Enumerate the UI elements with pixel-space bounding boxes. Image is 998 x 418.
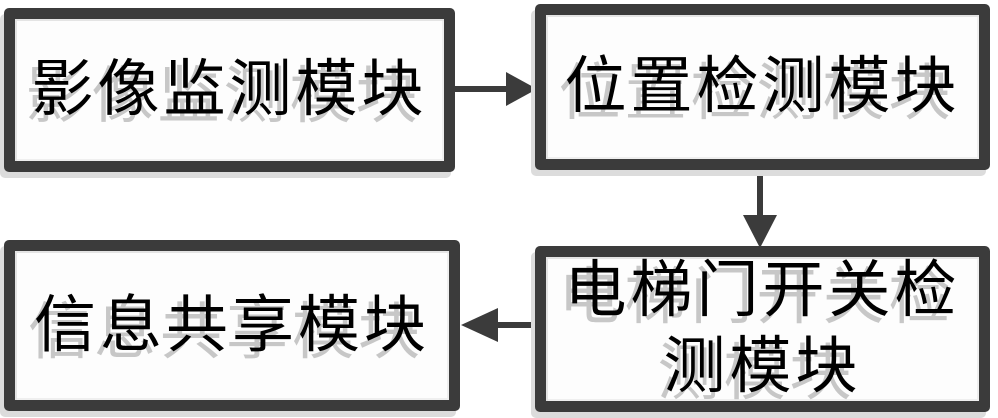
- box-label: 位置检测模块: [564, 53, 961, 121]
- arrow-image-to-position: [453, 72, 537, 106]
- arrowhead-right-icon: [506, 72, 537, 106]
- arrowhead-down-icon: [743, 215, 777, 248]
- box-label: 信息共享模块: [33, 291, 430, 360]
- box-label-line-1: 电梯门开关检: [564, 257, 961, 325]
- box-information-sharing-module: 信息共享模块: [4, 240, 460, 411]
- box-label: 影像监测模块: [31, 56, 428, 124]
- arrowhead-left-icon: [461, 308, 498, 342]
- box-image-monitoring-module: 影像监测模块: [4, 8, 455, 172]
- box-label-line-2: 测模块: [663, 333, 862, 401]
- box-position-detection-module: 位置检测模块: [535, 4, 990, 170]
- arrow-door-switch-to-info-sharing: [461, 308, 537, 342]
- arrow-position-to-door-switch: [743, 168, 777, 248]
- box-elevator-door-switch-detection-module: 电梯门开关检 测模块: [535, 246, 990, 412]
